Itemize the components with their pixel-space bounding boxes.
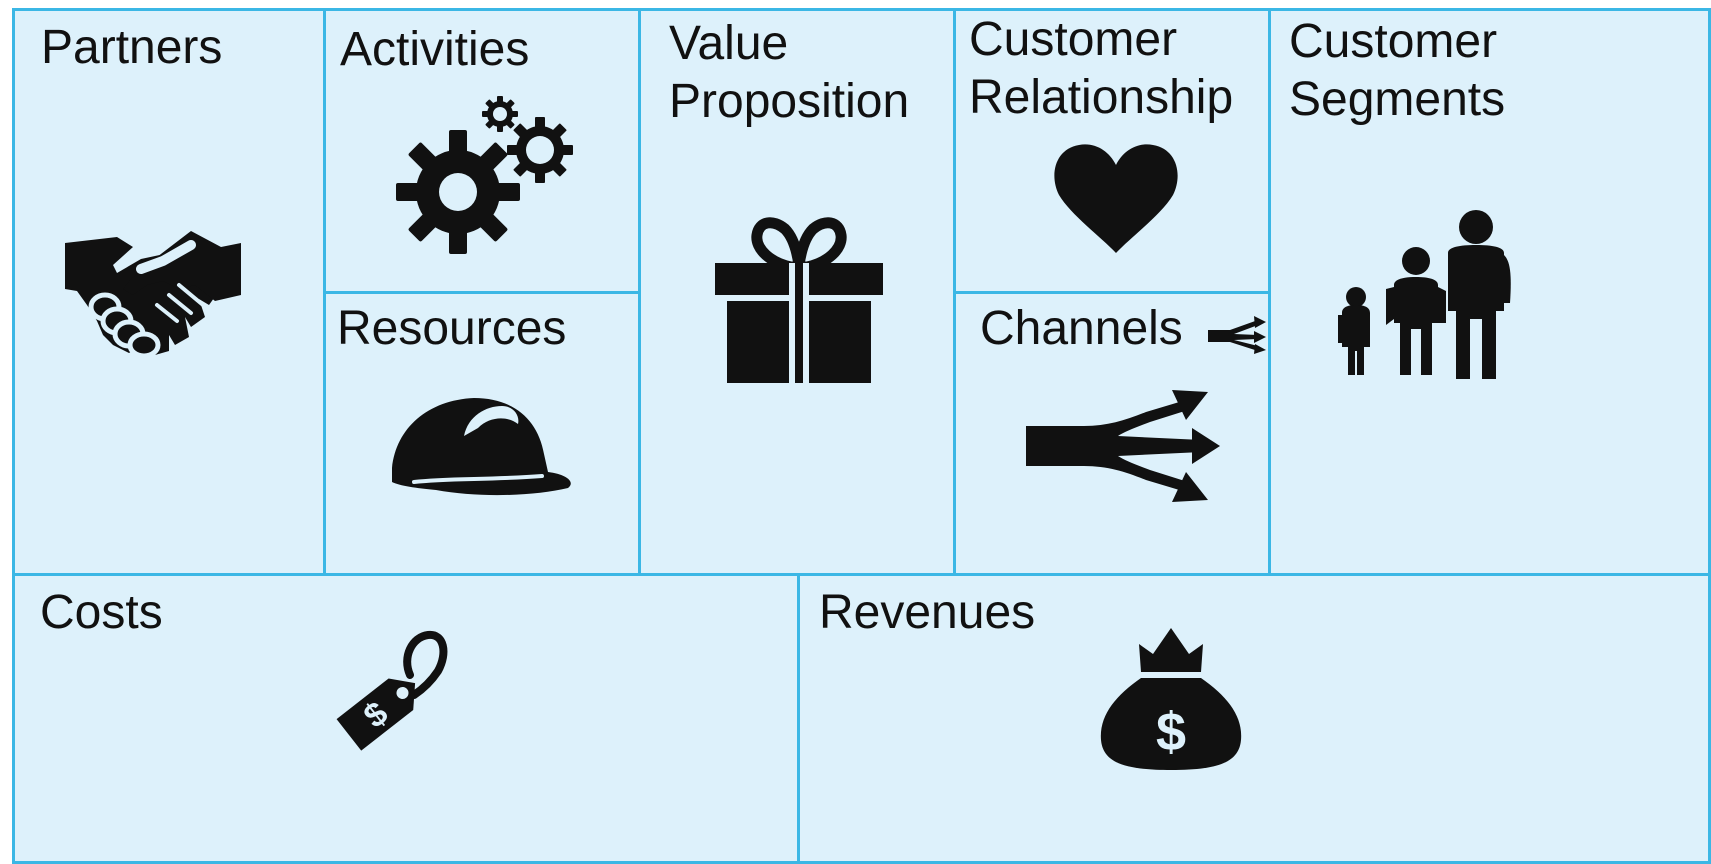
svg-text:$: $ <box>1156 702 1186 762</box>
heart-icon <box>1053 141 1179 257</box>
value-proposition-label: Value Proposition <box>669 17 910 128</box>
activities-label: Activities <box>340 23 530 76</box>
customer-segments-block: Customer Segments <box>1268 8 1711 576</box>
revenues-block: Revenues $ <box>797 573 1711 864</box>
resources-block: Resources <box>323 291 641 576</box>
revenues-label: Revenues <box>819 586 1036 639</box>
customer-segments-label: Customer Segments <box>1289 15 1506 126</box>
family-icon <box>1336 210 1511 381</box>
channels-label: Channels <box>980 302 1183 355</box>
customer-relationship-block: Customer Relationship <box>953 8 1271 294</box>
activities-block: Activities <box>323 8 641 294</box>
costs-block: Costs $ <box>12 573 800 864</box>
partners-label: Partners <box>41 21 223 74</box>
partners-block: Partners <box>12 8 326 576</box>
gears-icon <box>396 96 576 256</box>
costs-label: Costs <box>40 586 163 639</box>
gift-icon <box>715 215 883 385</box>
channels-block: Channels <box>953 291 1271 576</box>
handshake-icon <box>59 209 247 359</box>
money-bag-icon: $ <box>1099 624 1243 772</box>
resources-label: Resources <box>337 302 567 355</box>
price-tag-icon: $ <box>320 630 450 761</box>
branching-arrows-icon <box>1026 386 1220 508</box>
value-proposition-block: Value Proposition <box>638 8 956 576</box>
hard-hat-icon <box>388 394 578 506</box>
customer-relationship-label: Customer Relationship <box>969 13 1234 124</box>
small-branching-arrows-icon <box>1208 316 1268 354</box>
